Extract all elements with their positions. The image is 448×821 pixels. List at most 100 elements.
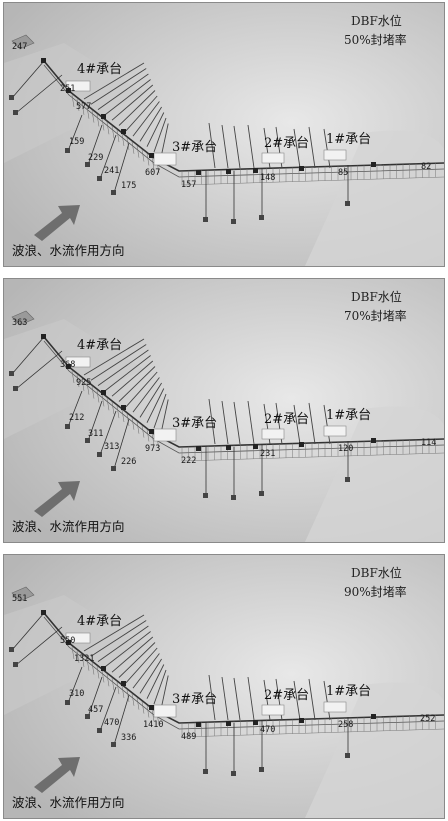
anchor-marker <box>9 95 14 100</box>
value-c: 159 <box>69 137 84 147</box>
cap-block <box>153 428 177 442</box>
value-h: 489 <box>181 732 196 742</box>
node-marker <box>226 445 231 450</box>
anchor-marker <box>97 452 102 457</box>
anchor-marker <box>97 728 102 733</box>
lattice-line <box>96 390 100 403</box>
lattice-line <box>116 130 120 143</box>
cap-4: 4#承台 <box>77 338 122 353</box>
lattice-line <box>81 102 85 115</box>
cable-line <box>153 393 167 429</box>
cable-line <box>146 664 165 699</box>
cap-block <box>323 425 347 437</box>
node-marker <box>196 170 201 175</box>
lattice-line <box>91 662 95 675</box>
lattice-line <box>101 118 105 131</box>
cable-line <box>132 101 160 137</box>
lattice-line <box>131 417 135 430</box>
title-line-1: DBF水位 <box>351 289 402 304</box>
lattice-line <box>106 398 110 411</box>
cable-line <box>83 614 145 652</box>
cap-block <box>153 152 177 166</box>
cap-block <box>323 149 347 161</box>
cable-line <box>90 68 147 105</box>
cable-line <box>293 404 301 445</box>
lattice-line <box>141 149 145 162</box>
anchor-marker <box>203 493 208 498</box>
value-c: 212 <box>69 413 84 423</box>
shadow-shape <box>4 595 144 715</box>
anchor-marker <box>203 769 208 774</box>
mooring-line <box>15 350 63 390</box>
node-marker <box>253 444 258 449</box>
direction-arrow-icon <box>34 757 80 793</box>
value-g: 1410 <box>143 720 163 730</box>
lattice-line <box>106 122 110 135</box>
lattice-line <box>81 378 85 391</box>
node-marker <box>41 610 46 615</box>
lattice-line <box>121 685 125 699</box>
cap-2: 2#承台 <box>264 136 309 151</box>
panel-90: DBF水位 90%封堵率 4#承台 3#承台 2#承台 1#承台 551 550… <box>3 554 445 819</box>
lattice-line <box>146 153 150 166</box>
cable-line <box>104 355 151 392</box>
cable-line <box>247 124 255 169</box>
cable-line <box>111 636 154 673</box>
mooring-line <box>11 336 45 375</box>
cable-line <box>247 676 255 721</box>
node-marker <box>299 166 304 171</box>
anchor-marker <box>231 771 236 776</box>
structure-group <box>9 310 444 500</box>
title-line-1: DBF水位 <box>351 13 402 28</box>
cable-line <box>111 360 154 397</box>
value-f: 226 <box>121 457 136 467</box>
anchor-marker <box>111 190 116 195</box>
cable-line <box>221 124 229 169</box>
node-marker <box>101 114 106 119</box>
mooring-line <box>67 666 83 704</box>
shadow-shape <box>4 43 144 163</box>
mooring-line <box>15 74 63 114</box>
mooring-line <box>87 400 103 442</box>
mooring-line <box>99 134 117 180</box>
lattice-line <box>151 709 155 722</box>
end-block <box>11 586 35 602</box>
cable-line <box>208 674 216 721</box>
cap-1: 1#承台 <box>326 132 371 147</box>
lattice-line <box>151 157 155 170</box>
cable-line <box>104 631 151 668</box>
anchor-marker <box>259 491 264 496</box>
anchor-marker <box>97 176 102 181</box>
cable-line <box>208 398 216 445</box>
lattice-line <box>146 705 150 718</box>
lattice-line <box>121 133 125 147</box>
mooring-line <box>113 142 130 194</box>
cable-line <box>83 338 145 376</box>
lattice-line <box>116 682 120 695</box>
lattice-line <box>86 658 90 671</box>
lattice-line <box>151 433 155 446</box>
cable-line <box>139 106 162 142</box>
value-h: 157 <box>181 180 196 190</box>
lattice-line <box>136 145 140 158</box>
anchor-marker <box>345 201 350 206</box>
cable-line <box>118 642 156 678</box>
node-marker <box>371 714 376 719</box>
lattice-line <box>126 413 130 426</box>
cable-line <box>125 371 158 408</box>
cap-block <box>65 632 91 644</box>
value-a: 550 <box>60 636 75 646</box>
anchor-marker <box>259 767 264 772</box>
cable-line <box>139 658 162 694</box>
cable-line <box>132 653 160 689</box>
value-e: 470 <box>104 718 119 728</box>
shadow-shape <box>4 319 144 439</box>
node-marker <box>41 58 46 63</box>
value-d: 311 <box>88 429 103 439</box>
node-marker <box>253 720 258 725</box>
cable-line <box>111 84 154 121</box>
panel-50: DBF水位 50%封堵率 4#承台 3#承台 2#承台 1#承台 247 251… <box>3 2 445 267</box>
node-marker <box>299 442 304 447</box>
cable-line <box>323 404 331 445</box>
end-block <box>11 310 35 326</box>
